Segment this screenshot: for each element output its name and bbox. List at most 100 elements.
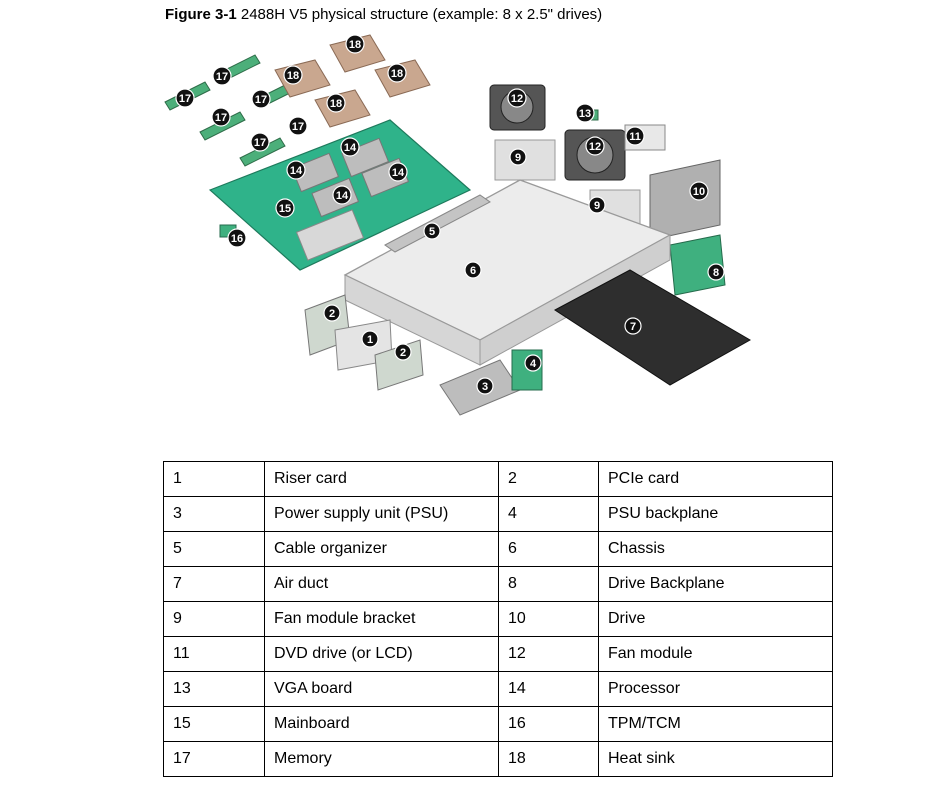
legend-name: Air duct (264, 566, 499, 602)
callout-16: 16 (227, 228, 247, 248)
legend-number: 6 (498, 531, 599, 567)
svg-text:1: 1 (367, 334, 373, 346)
legend-name: Fan module bracket (264, 601, 499, 637)
legend-name: DVD drive (or LCD) (264, 636, 499, 672)
legend-number: 7 (163, 566, 265, 602)
legend-name: Drive (598, 601, 833, 637)
callout-17f: 17 (288, 116, 308, 136)
table-row: 3 Power supply unit (PSU) 4 PSU backplan… (163, 496, 833, 532)
figure-label: Figure 3-1 (165, 6, 237, 23)
callout-2b: 2 (394, 343, 412, 361)
component-legend-table: 1 Riser card 2 PCIe card 3 Power supply … (163, 461, 833, 777)
callout-17a: 17 (175, 88, 195, 108)
callout-17b: 17 (212, 66, 232, 86)
legend-number: 18 (498, 741, 599, 777)
svg-text:10: 10 (693, 186, 705, 198)
svg-text:18: 18 (330, 98, 342, 110)
svg-text:8: 8 (713, 267, 719, 279)
svg-text:13: 13 (579, 108, 591, 120)
callout-12b: 12 (585, 136, 605, 156)
svg-text:14: 14 (392, 167, 405, 179)
svg-text:14: 14 (336, 190, 349, 202)
exploded-view-illustration: 1 2 2 3 4 5 6 7 8 9 9 10 11 12 12 13 14 … (164, 34, 752, 416)
table-row: 13 VGA board 14 Processor (163, 671, 833, 707)
legend-number: 9 (163, 601, 265, 637)
table-row: 1 Riser card 2 PCIe card (163, 461, 833, 497)
callout-13: 13 (575, 103, 595, 123)
legend-name: VGA board (264, 671, 499, 707)
svg-text:6: 6 (470, 265, 476, 277)
svg-text:17: 17 (179, 93, 191, 105)
svg-text:18: 18 (287, 70, 299, 82)
callout-14b: 14 (286, 160, 306, 180)
callout-18d: 18 (326, 93, 346, 113)
legend-number: 10 (498, 601, 599, 637)
callout-2a: 2 (323, 304, 341, 322)
callout-14d: 14 (332, 185, 352, 205)
legend-name: Processor (598, 671, 833, 707)
callout-17e: 17 (250, 132, 270, 152)
table-row: 5 Cable organizer 6 Chassis (163, 531, 833, 567)
legend-number: 3 (163, 496, 265, 532)
figure-title: 2488H V5 physical structure (example: 8 … (240, 6, 603, 23)
legend-number: 16 (498, 706, 599, 742)
svg-text:17: 17 (255, 94, 267, 106)
svg-text:7: 7 (630, 321, 636, 333)
svg-text:11: 11 (629, 131, 641, 143)
svg-text:18: 18 (391, 68, 403, 80)
svg-text:4: 4 (530, 358, 537, 370)
callout-7: 7 (624, 317, 642, 335)
svg-text:15: 15 (279, 203, 291, 215)
table-row: 9 Fan module bracket 10 Drive (163, 601, 833, 637)
callout-3: 3 (476, 377, 494, 395)
table-row: 17 Memory 18 Heat sink (163, 741, 833, 777)
callout-10: 10 (689, 181, 709, 201)
callout-14a: 14 (340, 137, 360, 157)
legend-name: PSU backplane (598, 496, 833, 532)
svg-text:3: 3 (482, 381, 488, 393)
legend-number: 14 (498, 671, 599, 707)
svg-text:16: 16 (231, 233, 243, 245)
svg-text:14: 14 (344, 142, 357, 154)
callout-18b: 18 (283, 65, 303, 85)
svg-text:17: 17 (292, 121, 304, 133)
legend-name: PCIe card (598, 461, 833, 497)
legend-number: 13 (163, 671, 265, 707)
table-row: 15 Mainboard 16 TPM/TCM (163, 706, 833, 742)
air-duct (554, 269, 752, 386)
svg-text:17: 17 (254, 137, 266, 149)
legend-name: Memory (264, 741, 499, 777)
callout-11: 11 (625, 126, 645, 146)
callout-9a: 9 (509, 148, 527, 166)
legend-number: 5 (163, 531, 265, 567)
legend-number: 4 (498, 496, 599, 532)
legend-number: 12 (498, 636, 599, 672)
svg-text:12: 12 (589, 141, 601, 153)
legend-number: 15 (163, 706, 265, 742)
callout-14c: 14 (388, 162, 408, 182)
callout-18c: 18 (387, 63, 407, 83)
svg-text:2: 2 (329, 308, 335, 320)
legend-number: 8 (498, 566, 599, 602)
callout-17d: 17 (211, 107, 231, 127)
svg-text:14: 14 (290, 165, 303, 177)
table-row: 7 Air duct 8 Drive Backplane (163, 566, 833, 602)
legend-number: 1 (163, 461, 265, 497)
callout-15: 15 (275, 198, 295, 218)
svg-text:9: 9 (594, 200, 600, 212)
drive-backplane (669, 234, 726, 296)
legend-number: 17 (163, 741, 265, 777)
svg-text:17: 17 (216, 71, 228, 83)
svg-text:17: 17 (215, 112, 227, 124)
callout-4: 4 (524, 354, 542, 372)
legend-name: Chassis (598, 531, 833, 567)
legend-name: Drive Backplane (598, 566, 833, 602)
svg-text:9: 9 (515, 152, 521, 164)
legend-name: Power supply unit (PSU) (264, 496, 499, 532)
callout-18a: 18 (345, 34, 365, 54)
legend-name: Fan module (598, 636, 833, 672)
callout-markers: 1 2 2 3 4 5 6 7 8 9 9 10 11 12 12 13 14 … (175, 34, 725, 395)
callout-12a: 12 (507, 88, 527, 108)
legend-number: 2 (498, 461, 599, 497)
cable-organizer (384, 194, 491, 253)
